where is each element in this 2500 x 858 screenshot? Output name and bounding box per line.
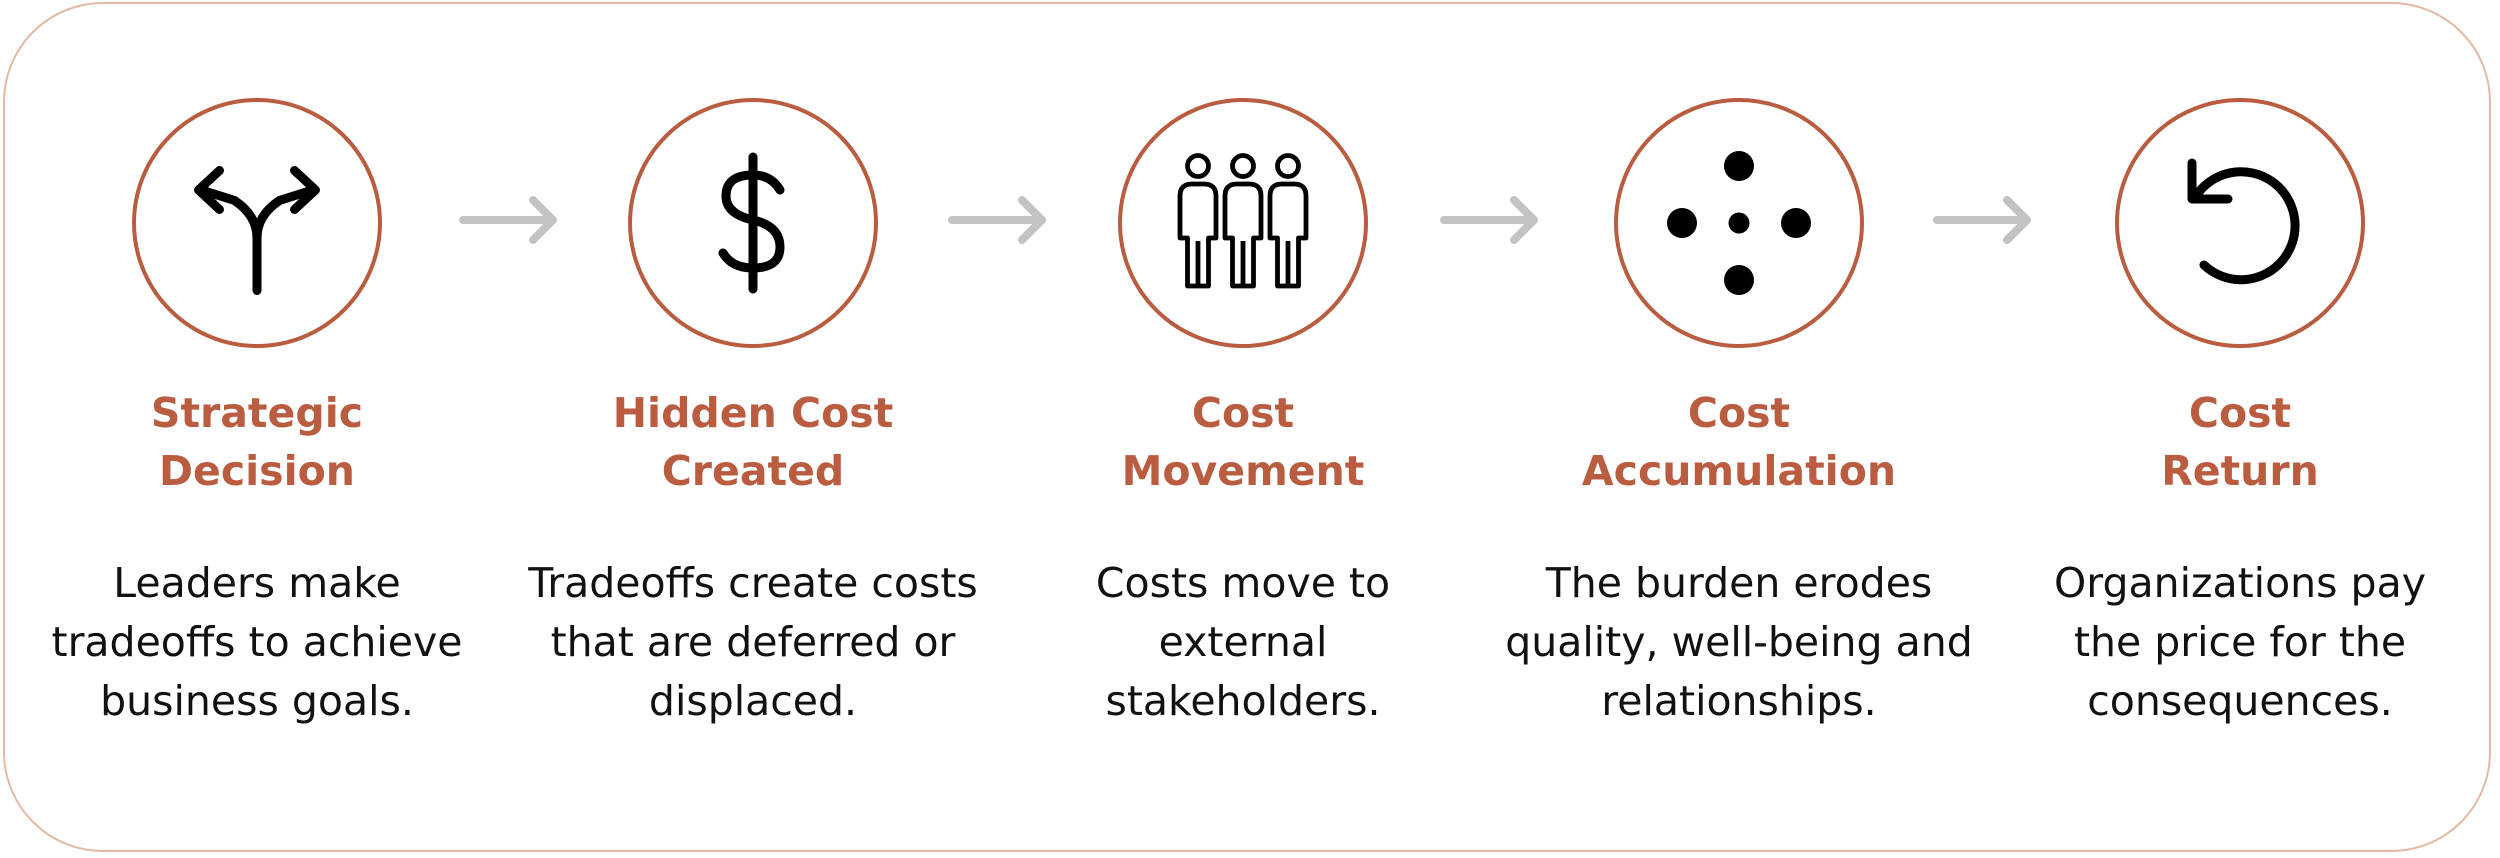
dollar-sign-icon <box>718 152 785 294</box>
icon-circle <box>132 98 382 348</box>
icon-circle <box>1118 98 1368 348</box>
arrow-right-icon <box>1933 196 2031 244</box>
split-arrows-icon <box>194 166 320 295</box>
group-people-icon <box>1177 153 1309 289</box>
arrow-right-icon <box>459 196 557 244</box>
icon-circle <box>1614 98 1864 348</box>
converging-dots-icon <box>1667 151 1811 295</box>
icon-circle <box>2115 98 2365 348</box>
arrow-right-icon <box>1440 196 1538 244</box>
arrow-right-icon <box>948 196 1046 244</box>
icon-circle <box>628 98 878 348</box>
return-arrow-icon <box>2187 158 2300 285</box>
diagram-frame <box>3 2 2491 852</box>
